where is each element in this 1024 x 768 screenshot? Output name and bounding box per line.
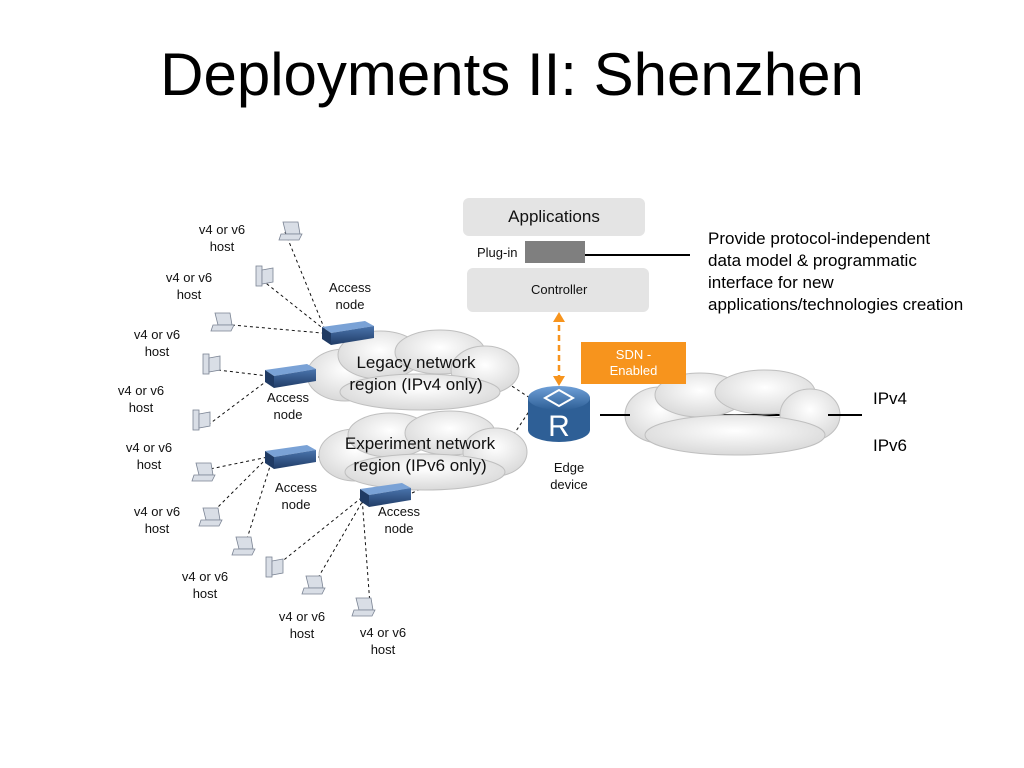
host-line2: host xyxy=(192,586,218,601)
access-node-label: Access node xyxy=(266,479,326,513)
host-label: v4 or v6 host xyxy=(119,439,179,473)
host-icons xyxy=(191,221,376,617)
experiment-network-cloud xyxy=(318,410,528,491)
legacy-network-cloud xyxy=(306,329,520,411)
laptop-icon xyxy=(278,221,303,241)
ipv6-label: IPv6 xyxy=(873,436,908,455)
access-line2: node xyxy=(384,521,414,536)
host-label: v4 or v6 host xyxy=(175,568,235,602)
edge-router-icon xyxy=(528,386,590,442)
host-label: v4 or v6 host xyxy=(159,269,219,303)
access-node-icon-3 xyxy=(265,445,316,469)
note-line: applications/technologies creation xyxy=(708,295,964,314)
laptop-icon xyxy=(198,507,223,527)
sdn-label-line2: Enabled xyxy=(609,363,658,378)
host-label: v4 or v6 host xyxy=(272,608,332,642)
laptop-icon xyxy=(210,312,235,332)
plugin-label: Plug-in xyxy=(477,245,518,260)
access-node-icon-4 xyxy=(360,483,411,507)
access-line2: node xyxy=(281,497,311,512)
ipv4-label: IPv4 xyxy=(873,389,908,408)
host-line1: v4 or v6 xyxy=(117,383,165,398)
host-line2: host xyxy=(370,642,396,657)
host-line2: host xyxy=(209,239,235,254)
laptop-icon xyxy=(301,575,326,595)
plugin-box xyxy=(525,241,585,263)
page-title: Deployments II: Shenzhen xyxy=(160,41,864,108)
host-line2: host xyxy=(136,457,162,472)
sdn-arrow-down-icon xyxy=(553,376,565,386)
access-node-label: Access node xyxy=(320,279,380,313)
host-line2: host xyxy=(144,344,170,359)
access-line1: Access xyxy=(378,504,420,519)
access-line1: Access xyxy=(329,280,371,295)
host-line1: v4 or v6 xyxy=(278,609,326,624)
sdn-label-line1: SDN - xyxy=(615,347,652,362)
edge-line2: device xyxy=(550,477,588,492)
experiment-region-line1: Experiment network xyxy=(344,434,496,453)
laptop-icon xyxy=(191,462,216,482)
access-node-icon-1 xyxy=(322,321,374,345)
access-line2: node xyxy=(273,407,303,422)
sdn-enabled-badge: SDN - Enabled xyxy=(581,342,686,384)
wan-cloud xyxy=(624,369,841,456)
edge-device-label: Edge device xyxy=(539,459,599,493)
experiment-region-line2: region (IPv6 only) xyxy=(353,456,487,475)
host-line1: v4 or v6 xyxy=(181,569,229,584)
access-node-label: Access node xyxy=(369,503,429,537)
controller-label: Controller xyxy=(531,282,588,297)
host-line1: v4 or v6 xyxy=(133,504,181,519)
host-label: v4 or v6 host xyxy=(127,326,187,360)
note-line: interface for new xyxy=(708,273,834,292)
access-line1: Access xyxy=(267,390,309,405)
note-line: data model & programmatic xyxy=(708,251,917,270)
experiment-region-label: Experiment network region (IPv6 only) xyxy=(330,433,510,477)
sdn-arrow-up-icon xyxy=(553,312,565,322)
host-line1: v4 or v6 xyxy=(359,625,407,640)
legacy-region-line1: Legacy network xyxy=(356,353,476,372)
host-line1: v4 or v6 xyxy=(198,222,246,237)
edge-line1: Edge xyxy=(553,460,585,475)
host-line2: host xyxy=(176,287,202,302)
host-label: v4 or v6 host xyxy=(353,624,413,658)
laptop-icon xyxy=(231,536,256,556)
access-line2: node xyxy=(335,297,365,312)
desktop-icon xyxy=(192,409,211,431)
applications-box: Applications xyxy=(463,198,645,236)
legacy-region-line2: region (IPv4 only) xyxy=(349,375,483,394)
access-node-icon-2 xyxy=(265,364,316,388)
desktop-icon xyxy=(202,353,221,375)
host-label: v4 or v6 host xyxy=(111,382,171,416)
laptop-icon xyxy=(351,597,376,617)
host-label: v4 or v6 host xyxy=(127,503,187,537)
host-line2: host xyxy=(144,521,170,536)
host-line2: host xyxy=(289,626,315,641)
access-line1: Access xyxy=(275,480,317,495)
host-line1: v4 or v6 xyxy=(125,440,173,455)
controller-box: Controller xyxy=(467,268,649,312)
host-line1: v4 or v6 xyxy=(165,270,213,285)
note-line: Provide protocol-independent xyxy=(708,229,931,248)
host-line1: v4 or v6 xyxy=(133,327,181,342)
desktop-icon xyxy=(265,556,284,578)
access-node-label: Access node xyxy=(258,389,318,423)
host-line2: host xyxy=(128,400,154,415)
desktop-icon xyxy=(255,265,274,287)
host-label: v4 or v6 host xyxy=(192,221,252,255)
router-letter: R xyxy=(548,410,570,443)
legacy-region-label: Legacy network region (IPv4 only) xyxy=(336,352,496,396)
plugin-description: Provide protocol-independent data model … xyxy=(708,228,963,316)
